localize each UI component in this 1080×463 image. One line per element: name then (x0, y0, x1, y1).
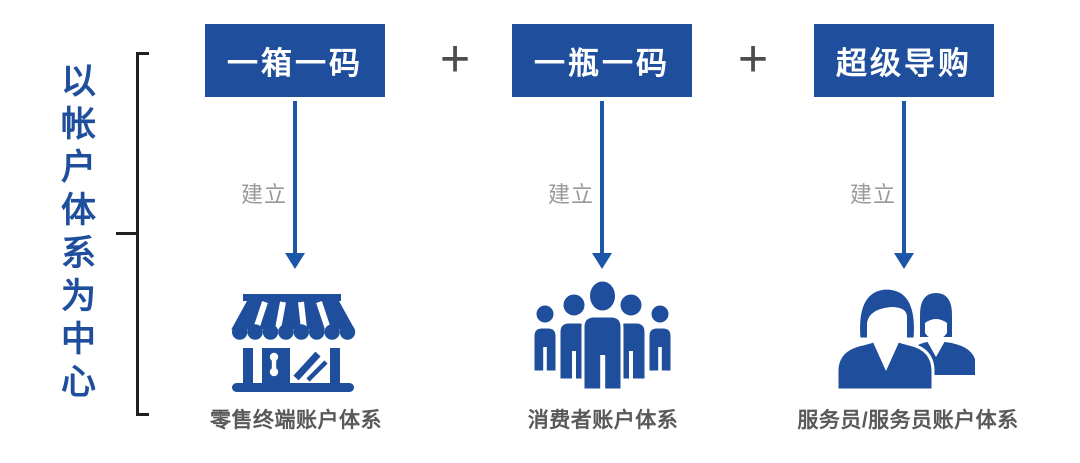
header-box-one-case-one-code: 一箱一码 (205, 24, 385, 97)
arrow-label-build: 建立 (240, 182, 287, 207)
header-box-one-bottle-one-code: 一瓶一码 (512, 24, 692, 97)
arrow-label-build: 建立 (547, 182, 594, 207)
down-arrow-head (285, 253, 305, 269)
vertical-title: 以帐户体系为中心 (56, 62, 95, 406)
plus-icon: + (439, 30, 471, 88)
caption-retail-terminal: 零售终端账户体系 (210, 409, 382, 432)
caption-service-staff: 服务员/服务员账户体系 (797, 409, 1019, 432)
plus-icon: + (737, 30, 769, 88)
bracket-bottom-serif (136, 413, 149, 416)
down-arrow-line (600, 101, 604, 253)
caption-consumer: 消费者账户体系 (527, 409, 679, 432)
down-arrow-line (902, 101, 906, 253)
storefront-icon (230, 294, 356, 392)
service-staff-icon (835, 286, 975, 390)
down-arrow-head (592, 253, 612, 269)
header-box-super-guide: 超级导购 (814, 24, 994, 97)
bracket-middle-tick (116, 232, 139, 235)
down-arrow-line (293, 101, 297, 253)
consumer-crowd-icon (531, 279, 674, 390)
bracket-top-serif (136, 52, 149, 55)
arrow-label-build: 建立 (849, 182, 896, 207)
down-arrow-head (894, 253, 914, 269)
